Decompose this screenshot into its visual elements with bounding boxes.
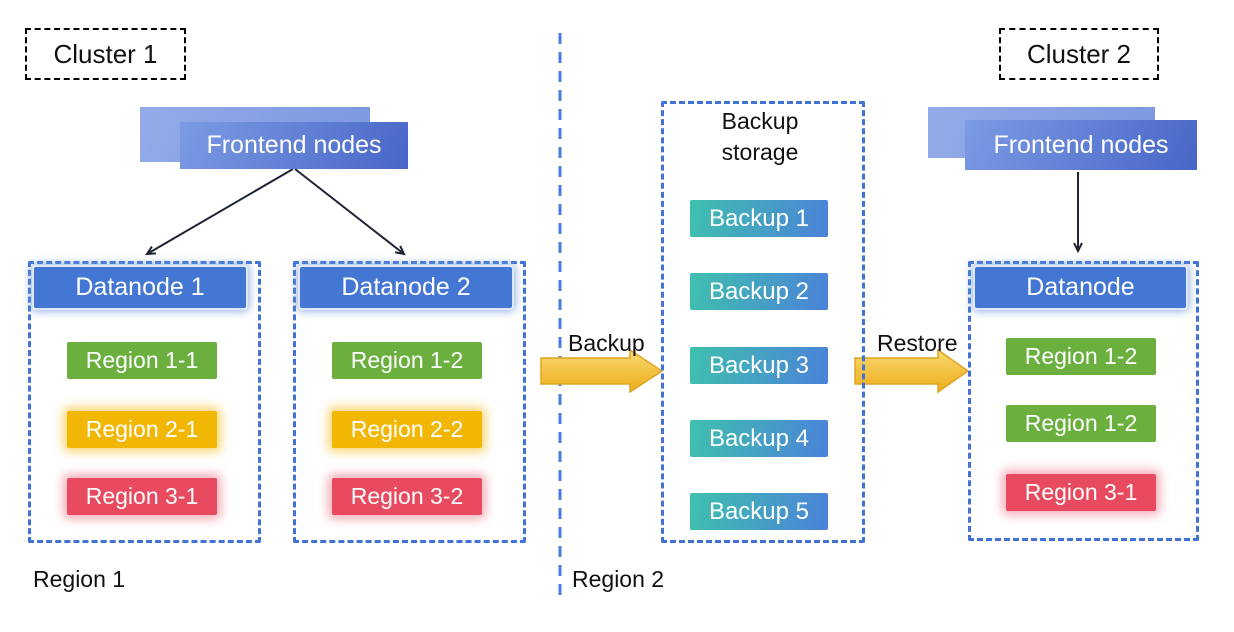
region-label: Region 1-2 — [1024, 410, 1138, 436]
region-label: Region 1-2 — [350, 347, 464, 373]
restore-flow-label: Restore — [877, 330, 958, 356]
cluster1-frontend-nodes-box: Frontend nodes — [180, 122, 408, 169]
region-box: Region 1-1 — [67, 342, 217, 379]
region-label: Region 2-1 — [85, 416, 199, 442]
backup-item-label: Backup 4 — [708, 424, 810, 452]
cluster2-label-box: Cluster 2 — [999, 28, 1159, 80]
backup-storage-container — [661, 101, 865, 543]
datanode2-header: Datanode 2 — [300, 267, 512, 308]
region-box: Region 2-1 — [67, 411, 217, 448]
backup-item-label: Backup 3 — [708, 351, 810, 379]
cluster1-label-box: Cluster 1 — [25, 28, 186, 80]
backup-item: Backup 4 — [690, 420, 828, 457]
region-box: Region 1-2 — [1006, 338, 1156, 375]
frontend-to-datanode2-arrow — [294, 168, 406, 256]
region2-footer-label: Region 2 — [572, 566, 665, 592]
cluster1-label: Cluster 1 — [53, 38, 158, 69]
cluster2-datanode-title: Datanode — [1026, 273, 1135, 301]
frontend-to-datanode1-arrow — [145, 168, 294, 256]
cluster2-frontend-nodes-box: Frontend nodes — [965, 120, 1197, 170]
cluster2-datanode-container — [968, 261, 1199, 541]
region-label: Region 3-2 — [350, 483, 464, 509]
backup-item-label: Backup 2 — [708, 277, 810, 305]
backup-item: Backup 3 — [690, 347, 828, 384]
region-label: Region 2-2 — [350, 416, 464, 442]
region-box: Region 2-2 — [332, 411, 482, 448]
backup-flow-label: Backup — [568, 330, 645, 356]
region1-footer-label: Region 1 — [33, 566, 126, 592]
region-box: Region 3-2 — [332, 478, 482, 515]
datanode1-header: Datanode 1 — [34, 267, 246, 308]
backup-storage-title: Backup storage — [721, 108, 799, 166]
datanode2-container — [293, 261, 526, 543]
region-label: Region 3-1 — [1024, 479, 1138, 505]
region-box: Region 1-2 — [332, 342, 482, 379]
datanode1-container — [28, 261, 261, 543]
region-label: Region 1-2 — [1024, 343, 1138, 369]
datanode2-title: Datanode 2 — [341, 273, 471, 301]
datanode1-title: Datanode 1 — [75, 273, 205, 301]
region-box: Region 3-1 — [67, 478, 217, 515]
region-box: Region 3-1 — [1006, 474, 1156, 511]
region-label: Region 1-1 — [85, 347, 199, 373]
region-label: Region 3-1 — [85, 483, 199, 509]
backup-item: Backup 5 — [690, 493, 828, 530]
cluster2-datanode-header: Datanode — [975, 267, 1186, 308]
backup-item-label: Backup 5 — [708, 497, 810, 525]
cluster1-frontend-label: Frontend nodes — [206, 131, 382, 159]
backup-item: Backup 1 — [690, 200, 828, 237]
backup-item: Backup 2 — [690, 273, 828, 310]
backup-item-label: Backup 1 — [708, 204, 810, 232]
region-box: Region 1-2 — [1006, 405, 1156, 442]
cluster2-frontend-label: Frontend nodes — [993, 130, 1169, 159]
cluster2-label: Cluster 2 — [1026, 38, 1132, 69]
